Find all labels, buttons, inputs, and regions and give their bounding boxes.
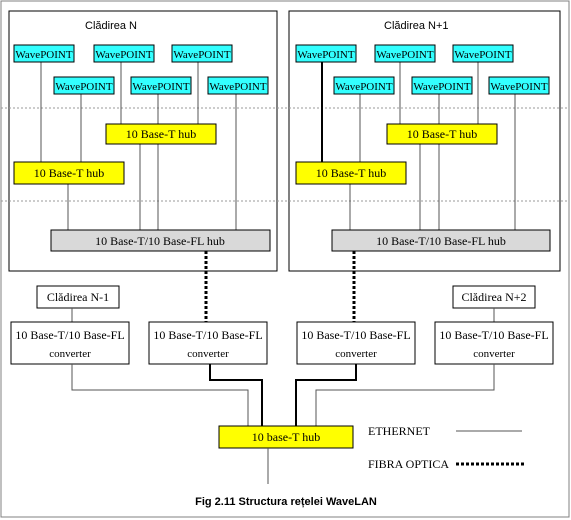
building-n-lines: [40, 61, 237, 230]
converter-line2: converter: [187, 348, 229, 360]
backbone-hub: 10 Base-T/10 Base-FL hub: [50, 229, 271, 252]
converter-line2: converter: [335, 348, 377, 360]
converter-line2: converter: [49, 348, 91, 360]
converter-line2: converter: [473, 348, 515, 360]
hub-label: 10 Base-T hub: [316, 166, 386, 180]
hub: 10 Base-T hub: [105, 123, 217, 145]
converter-line1: 10 Base-T/10 Base-FL: [301, 328, 410, 342]
wavepoint-label: WavePOINT: [297, 49, 354, 61]
converter-wiring: [71, 364, 495, 426]
wavepoint: WavePOINT: [333, 76, 395, 95]
wavepoint-label: WavePOINT: [376, 49, 433, 61]
legend-ethernet-label: ETHERNET: [368, 424, 431, 438]
central-hub-label: 10 base-T hub: [252, 430, 320, 444]
outside-building-n2: Clădirea N+2: [452, 285, 536, 309]
hub-label: 10 Base-T hub: [34, 166, 104, 180]
wavepoint: WavePOINT: [452, 44, 514, 63]
wavepoint: WavePOINT: [171, 44, 233, 63]
wavepoint: WavePOINT: [411, 76, 473, 95]
converter: 10 Base-T/10 Base-FL converter: [296, 321, 416, 365]
outside-building-label: Clădirea N-1: [47, 290, 109, 304]
wavepoint-label: WavePOINT: [173, 49, 230, 61]
wavepoint: WavePOINT: [53, 76, 115, 95]
hub-label: 10 Base-T hub: [407, 127, 477, 141]
building-n1-lines: [349, 61, 516, 230]
central-hub: 10 base-T hub: [218, 425, 354, 449]
converter: 10 Base-T/10 Base-FL converter: [10, 321, 130, 365]
building-n1-title: Clădirea N+1: [384, 20, 449, 32]
converter-line1: 10 Base-T/10 Base-FL: [153, 328, 262, 342]
wavepoint-label: WavePOINT: [132, 81, 189, 93]
wavepoint: WavePOINT: [93, 44, 155, 63]
converter-line1: 10 Base-T/10 Base-FL: [15, 328, 124, 342]
converter-wiring-bold: [209, 364, 357, 426]
building-n-title: Clădirea N: [85, 20, 137, 32]
wavepoint-label: WavePOINT: [335, 81, 392, 93]
legend-fiber-label: FIBRA OPTICA: [368, 457, 449, 471]
wavepoint-label: WavePOINT: [55, 81, 112, 93]
wavepoint-label: WavePOINT: [15, 49, 72, 61]
backbone-hub-label: 10 Base-T/10 Base-FL hub: [376, 234, 506, 248]
backbone-hub: 10 Base-T/10 Base-FL hub: [331, 229, 551, 252]
hub: 10 Base-T hub: [386, 123, 498, 145]
wavepoint: WavePOINT: [207, 76, 269, 95]
wavepoint: WavePOINT: [374, 44, 436, 63]
wavepoint: WavePOINT: [13, 44, 75, 63]
backbone-hub-label: 10 Base-T/10 Base-FL hub: [95, 234, 225, 248]
wavepoint-label: WavePOINT: [413, 81, 470, 93]
hub: 10 Base-T hub: [13, 161, 125, 185]
figure-caption: Fig 2.11 Structura rețelei WaveLAN: [195, 496, 377, 508]
wavepoint-label: WavePOINT: [209, 81, 266, 93]
outside-building-n-1: Clădirea N-1: [36, 285, 120, 309]
hub: 10 Base-T hub: [295, 161, 407, 185]
wavepoint: WavePOINT: [295, 44, 357, 63]
outside-building-label: Clădirea N+2: [461, 290, 526, 304]
wavepoint-label: WavePOINT: [454, 49, 511, 61]
wavepoint: WavePOINT: [488, 76, 550, 95]
wavepoint: WavePOINT: [130, 76, 192, 95]
hub-label: 10 Base-T hub: [126, 127, 196, 141]
wavepoint-label: WavePOINT: [95, 49, 152, 61]
converter: 10 Base-T/10 Base-FL converter: [434, 321, 554, 365]
wavepoint-label: WavePOINT: [490, 81, 547, 93]
converter-line1: 10 Base-T/10 Base-FL: [439, 328, 548, 342]
converter: 10 Base-T/10 Base-FL converter: [148, 321, 268, 365]
